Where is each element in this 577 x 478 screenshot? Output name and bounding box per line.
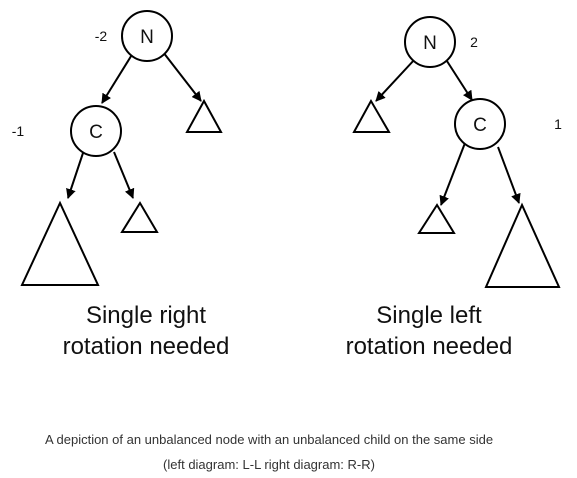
left-root-node bbox=[121, 10, 173, 62]
right-child-right-subtree-tall bbox=[484, 202, 561, 288]
left-root-balance: -2 bbox=[95, 28, 108, 44]
right-root-node bbox=[404, 16, 456, 68]
left-child-left-subtree-tall bbox=[20, 200, 100, 286]
right-child-left-subtree bbox=[417, 203, 456, 234]
right-root-balance: 2 bbox=[470, 34, 478, 50]
right-root-left-subtree bbox=[352, 98, 391, 133]
right-edge-child-to-left-subtree bbox=[439, 142, 466, 206]
left-child-node bbox=[70, 105, 122, 157]
left-root-node-label: N bbox=[140, 27, 154, 48]
left-diagram: N -2 C -1 Single right rotation needed bbox=[12, 10, 230, 360]
right-diagram: N 2 C 1 Single left rotation needed bbox=[346, 16, 562, 360]
left-edge-child-to-left-subtree bbox=[66, 152, 84, 199]
right-edge-root-to-left-subtree bbox=[375, 58, 416, 102]
footer-line1: A depiction of an unbalanced node with a… bbox=[45, 432, 493, 447]
right-edge-root-to-child bbox=[444, 57, 473, 101]
right-child-balance: 1 bbox=[554, 116, 562, 132]
left-caption-line1: Single right bbox=[86, 302, 206, 329]
right-child-node bbox=[454, 98, 506, 150]
left-edge-root-to-child bbox=[101, 52, 134, 104]
left-child-balance: -1 bbox=[12, 123, 25, 139]
left-caption-line2: rotation needed bbox=[63, 333, 230, 360]
left-root-right-subtree bbox=[185, 98, 223, 133]
left-edge-child-to-right-subtree bbox=[113, 151, 135, 199]
footer-line2: (left diagram: L-L right diagram: R-R) bbox=[163, 457, 375, 472]
right-root-node-label: N bbox=[423, 33, 437, 54]
right-caption-line2: rotation needed bbox=[346, 333, 513, 360]
left-child-node-label: C bbox=[89, 122, 103, 143]
right-caption-line1: Single left bbox=[376, 302, 482, 329]
left-child-right-subtree bbox=[120, 201, 159, 233]
right-edge-child-to-right-subtree bbox=[497, 146, 521, 204]
footer: A depiction of an unbalanced node with a… bbox=[45, 432, 493, 472]
left-edge-root-to-right-subtree bbox=[162, 51, 202, 102]
right-child-node-label: C bbox=[473, 115, 487, 136]
